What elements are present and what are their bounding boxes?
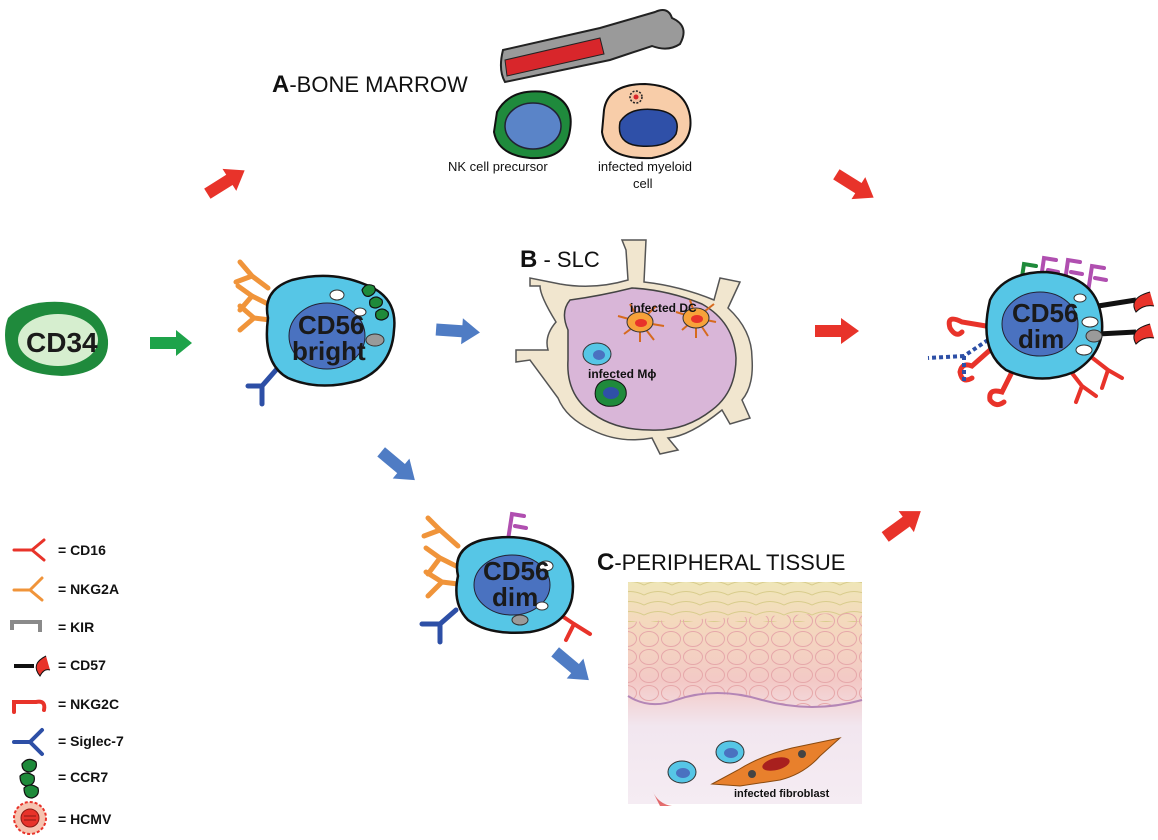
- cd56-bright-label-line2: bright: [292, 336, 366, 366]
- infected-myeloid-label-line1: infected myeloid: [598, 159, 692, 174]
- infected-fibroblast-icon: [710, 737, 842, 787]
- arrow-dim-mid-to-tissue: [551, 647, 589, 681]
- infected-macrophage-icon: [582, 342, 612, 366]
- cd56-dim-right-label-line1: CD56: [1012, 298, 1078, 328]
- section-a-title: A-BONE MARROW: [272, 71, 468, 98]
- infected-fibroblast-label: infected fibroblast: [734, 788, 830, 800]
- legend-ccr7-label: = CCR7: [58, 769, 108, 785]
- siglec7-receptor-icon: [245, 367, 279, 407]
- nk-cell-precursor: [492, 90, 572, 160]
- siglec7-dotted-receptor-icon: [927, 338, 990, 384]
- siglec7-receptor-mid-icon: [419, 607, 459, 645]
- slc-lymph-node: [515, 239, 754, 455]
- legend-ccr7-icon: [19, 758, 39, 799]
- legend-kir-label: = KIR: [58, 619, 94, 635]
- arrow-bone-marrow-to-dim: [833, 169, 874, 200]
- arrow-tissue-to-dim: [881, 511, 921, 542]
- legend: = CD16 = NKG2A = KIR = CD57 = NKG2C = Si…: [10, 538, 124, 835]
- arrow-bright-to-slc: [435, 318, 480, 345]
- cd56-bright-label-line1: CD56: [298, 310, 364, 340]
- cd34-label: CD34: [26, 327, 98, 358]
- infected-myeloid-cell: [600, 82, 692, 160]
- legend-hcmv-label: = HCMV: [58, 811, 112, 827]
- legend-cd57-label: = CD57: [58, 657, 106, 673]
- legend-cd16-label: = CD16: [58, 542, 106, 558]
- legend-cd57-icon: [14, 655, 51, 677]
- nk-cell-in-slc-icon: [594, 379, 627, 407]
- infected-mphi-label: infected Mϕ: [588, 367, 656, 381]
- cd57-receptor-icon: [1097, 291, 1155, 345]
- legend-hcmv-icon: [13, 801, 47, 835]
- cd56-dim-mid-label-line2: dim: [492, 582, 538, 612]
- kir-receptor-mid-icon: [506, 511, 528, 542]
- ccr7-receptor-icon: [361, 284, 389, 321]
- cd56-dim-intermediate-nk-cell: [419, 511, 592, 645]
- nk-cell-tissue-2-icon: [715, 740, 745, 764]
- nkg2a-receptor-icon: [233, 259, 273, 333]
- legend-nkg2c-icon: [12, 699, 47, 714]
- legend-nkg2c-label: = NKG2C: [58, 696, 119, 712]
- cd56-dim-right-label-line2: dim: [1018, 324, 1064, 354]
- infected-myeloid-label-line2: cell: [633, 176, 653, 191]
- arrow-slc-to-dim: [815, 318, 859, 344]
- legend-siglec7-label: = Siglec-7: [58, 733, 124, 749]
- section-c-title: C-PERIPHERAL TISSUE: [597, 549, 845, 576]
- nkg2c-receptor-icon: [946, 316, 1015, 408]
- nk-cell-precursor-label: NK cell precursor: [448, 159, 548, 174]
- section-b-title: B - SLC: [520, 246, 600, 273]
- infected-dc-icon: [617, 299, 717, 342]
- cd34-progenitor-cell: [5, 301, 109, 376]
- cd56-dim-mature-nk-cell: [927, 255, 1155, 408]
- legend-cd16-icon: [12, 538, 46, 562]
- bone-illustration: [499, 9, 685, 84]
- nk-cell-tissue-1-icon: [652, 760, 697, 806]
- cd56-dim-mid-label-line1: CD56: [483, 556, 549, 586]
- cd56-bright-nk-cell: [233, 259, 396, 407]
- infected-dc-label: infected DC: [630, 301, 697, 315]
- legend-kir-icon: [10, 620, 42, 632]
- legend-nkg2a-label: = NKG2A: [58, 581, 119, 597]
- arrow-cd34-to-bright: [150, 330, 192, 356]
- arrow-to-bone-marrow: [204, 168, 245, 199]
- legend-nkg2a-icon: [12, 576, 44, 602]
- peripheral-tissue-illustration: [627, 582, 863, 806]
- legend-siglec7-icon: [12, 728, 44, 756]
- arrow-bright-to-dim-mid: [377, 447, 415, 481]
- nkg2a-receptor-mid-icon: [421, 515, 461, 599]
